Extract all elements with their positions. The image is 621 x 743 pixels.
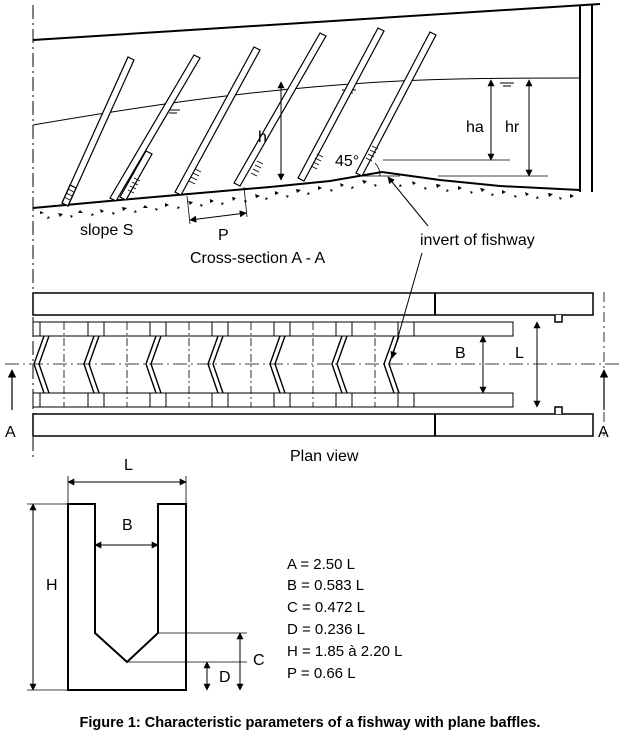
plan-wall-bottom	[32, 413, 594, 437]
chevron-baffles	[33, 335, 400, 394]
parameter-p: P = 0.66 L	[287, 665, 356, 682]
inclined-baffles	[61, 27, 437, 207]
section-marker-right: A	[598, 424, 609, 441]
baffle-plate-6	[297, 27, 385, 182]
parameter-b: B = 0.583 L	[287, 577, 364, 594]
parameter-h: H = 1.85 à 2.20 L	[287, 643, 403, 660]
invert-leader	[387, 176, 429, 227]
baffle-strip-ticks	[39, 322, 415, 407]
baffle-plate-2	[109, 54, 201, 202]
plan-l-label: L	[515, 345, 524, 362]
parameter-d: D = 0.236 L	[287, 621, 365, 638]
p-label: P	[218, 227, 229, 244]
baffle-plate-7	[355, 31, 437, 177]
plan-view-title: Plan view	[290, 448, 359, 465]
h-label: h	[258, 129, 267, 146]
baffle-base-hatch	[63, 145, 379, 201]
p-extension-right	[243, 186, 248, 218]
detail-b-label: B	[122, 517, 133, 534]
detail-d-label: D	[219, 669, 231, 686]
angle-arc	[374, 162, 381, 177]
cross-section-diagram: h ha hr 45° invert of fishway slope S P …	[32, 3, 601, 458]
baffle-plate-4	[174, 46, 261, 196]
section-marker-left: A	[5, 424, 16, 441]
plan-b-label: B	[455, 345, 466, 362]
baffle-detail-diagram: L B H C D	[27, 457, 265, 691]
cross-section-title: Cross-section A - A	[190, 250, 325, 267]
plan-view-diagram: A A B L Plan view	[5, 252, 620, 465]
plan-wall-top	[32, 292, 594, 316]
p-dimension	[189, 210, 247, 223]
invert-label: invert of fishway	[420, 232, 535, 249]
baffle-plate-3	[119, 150, 153, 201]
slope-label: slope S	[80, 222, 133, 239]
baffle-outline	[67, 503, 187, 691]
detail-l-label: L	[124, 457, 133, 474]
parameter-c: C = 0.472 L	[287, 599, 365, 616]
channel-bed	[32, 170, 581, 209]
slot-notch-bottom	[554, 406, 563, 414]
figure-caption: Figure 1: Characteristic parameters of a…	[80, 715, 541, 731]
p-extension-left	[186, 195, 191, 225]
water-surface-line	[32, 77, 581, 126]
baffle-strip-bottom	[32, 392, 514, 408]
plan-invert-leader	[390, 252, 423, 359]
baffle-strip-top	[32, 321, 514, 337]
ha-label: ha	[466, 119, 484, 136]
channel-top-wall	[32, 3, 601, 41]
detail-h-label: H	[46, 577, 58, 594]
detail-c-label: C	[253, 652, 265, 669]
angle-label: 45°	[335, 153, 359, 170]
parameter-a: A = 2.50 L	[287, 556, 355, 573]
slot-notch-top	[554, 315, 563, 323]
parameter-list: A = 2.50 L B = 0.583 L C = 0.472 L D = 0…	[287, 556, 403, 682]
baffle-guide-lines	[63, 322, 376, 407]
hr-label: hr	[505, 119, 520, 136]
